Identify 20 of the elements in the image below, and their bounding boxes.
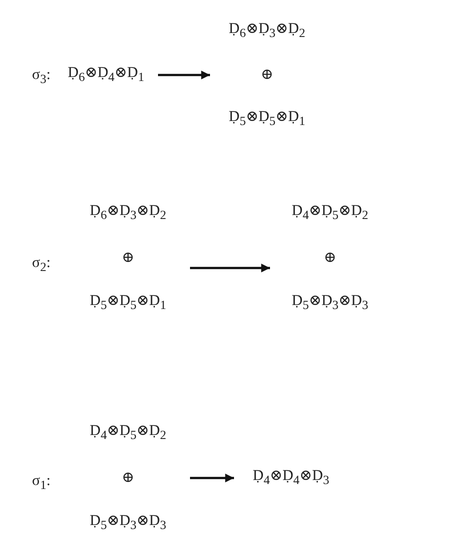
arrow xyxy=(190,474,234,482)
tensor-product-expression: Ḍ$_{6}$⊗Ḍ$_{3}$⊗Ḍ$_{2}$ xyxy=(90,202,166,224)
tensor-product-expression: Ḍ$_{5}$⊗Ḍ$_{5}$⊗Ḍ$_{1}$ xyxy=(228,108,306,130)
tensor-product-expression: Ḍ$_{5}$⊗Ḍ$_{5}$⊗Ḍ$_{1}$ xyxy=(90,292,166,314)
tensor-product-expression: Ḍ$_{6}$⊗Ḍ$_{4}$⊗Ḍ$_{1}$ xyxy=(68,64,144,86)
tensor-product-expression: Ḍ$_{4}$⊗Ḍ$_{4}$⊗Ḍ$_{3}$ xyxy=(252,467,330,489)
tensor-product-expression: Ḍ$_{6}$⊗Ḍ$_{3}$⊗Ḍ$_{2}$ xyxy=(228,20,306,42)
direct-sum-symbol: ⊕ xyxy=(122,249,134,267)
tensor-product-expression: Ḍ$_{4}$⊗Ḍ$_{5}$⊗Ḍ$_{2}$ xyxy=(90,422,166,444)
direct-sum-symbol: ⊕ xyxy=(324,249,336,267)
tensor-product-expression: Ḍ$_{5}$⊗Ḍ$_{3}$⊗Ḍ$_{3}$ xyxy=(292,292,368,314)
tensor-product-expression: Ḍ$_{4}$⊗Ḍ$_{5}$⊗Ḍ$_{2}$ xyxy=(292,202,368,224)
tensor-product-expression: Ḍ$_{5}$⊗Ḍ$_{3}$⊗Ḍ$_{3}$ xyxy=(90,512,166,534)
map-label: σ$_{2}$: xyxy=(32,254,51,276)
arrow xyxy=(158,70,210,80)
map-label: σ$_{3}$: xyxy=(32,66,51,88)
map-label: σ$_{1}$: xyxy=(32,472,51,494)
direct-sum-symbol: ⊕ xyxy=(122,469,134,487)
arrow xyxy=(190,264,270,272)
direct-sum-symbol: ⊕ xyxy=(260,66,274,84)
